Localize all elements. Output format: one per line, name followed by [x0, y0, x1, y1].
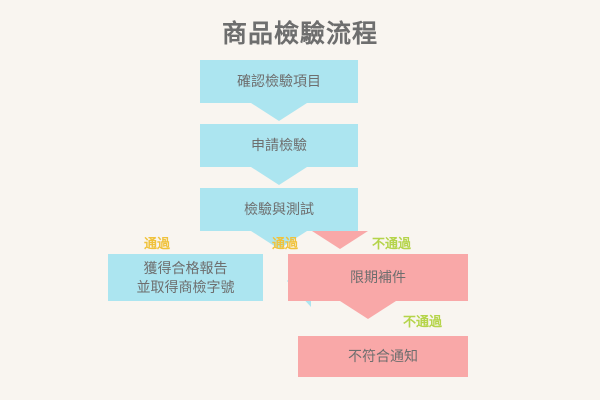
node-label-line1: 獲得合格報告 [143, 259, 228, 276]
node-inspection-and-testing[interactable]: 檢驗與測試 [200, 188, 358, 231]
arrow-down-icon-step3-fail [312, 231, 368, 249]
node-nonconformity-notice[interactable]: 不符合通知 [298, 336, 468, 377]
arrow-down-icon-step3-pass [251, 231, 307, 249]
node-label: 限期補件 [350, 269, 406, 285]
node-label: 檢驗與測試 [244, 201, 314, 217]
edge-label-pass-left: 通過 [144, 236, 171, 251]
page-title: 商品檢驗流程 [221, 20, 378, 48]
node-label-line2: 並取得商檢字號 [136, 278, 235, 295]
arrow-down-icon-resubmit-to-reject [340, 301, 396, 319]
edge-label-fail-top: 不通過 [372, 236, 412, 251]
arrow-down-icon-step2-to-step3 [251, 167, 307, 185]
edge-label-fail-bottom: 不通過 [403, 314, 443, 329]
arrow-down-icon-step1-to-step2 [251, 103, 307, 121]
edge-label-pass-middle: 通過 [272, 236, 299, 251]
node-obtain-pass-report[interactable]: 獲得合格報告 並取得商檢字號 [108, 254, 263, 301]
node-apply-inspection[interactable]: 申請檢驗 [200, 124, 358, 167]
node-confirm-inspection-items[interactable]: 確認檢驗項目 [200, 60, 358, 103]
node-label: 申請檢驗 [251, 137, 307, 153]
node-label: 不符合通知 [348, 348, 418, 364]
node-resubmit-documents[interactable]: 限期補件 [288, 254, 468, 301]
node-label: 確認檢驗項目 [237, 73, 321, 89]
